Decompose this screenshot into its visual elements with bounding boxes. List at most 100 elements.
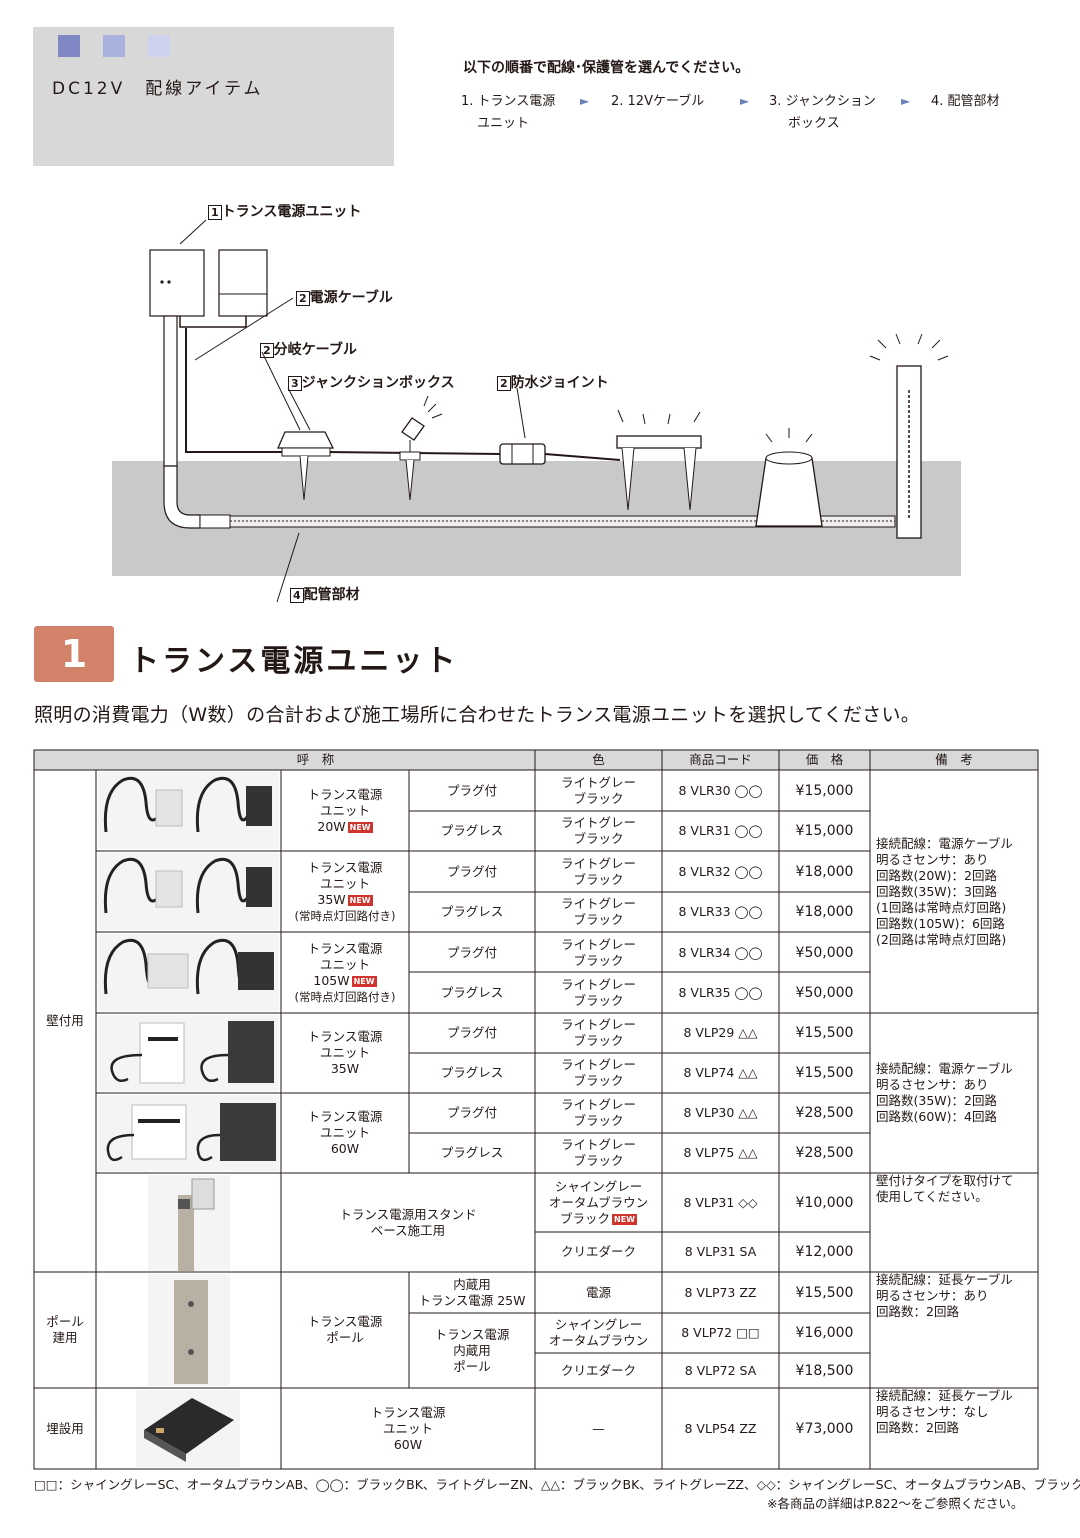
variant-type: プラグ付 [446,863,497,879]
name-line: トランス電源 [307,859,383,875]
name-watt: 20W [317,818,346,834]
note-line: 回路数：2回路 [876,1420,959,1435]
label-text: 防水ジョイント [510,375,609,391]
step-3-line1: 3. ジャンクション [769,94,876,109]
header-box [33,27,394,166]
label-num: 2 [260,343,274,358]
product-image [98,1015,279,1091]
wiring-diagram [112,219,961,603]
variant-color: ライトグレーブラック [535,811,662,851]
step-4-line1: 4. 配管部材 [931,94,1000,109]
buried-note: 接続配線：延長ケーブル 明るさセンサ：なし 回路数：2回路 [870,1388,1038,1469]
arrow-icon: ► [901,94,911,108]
name-line: トランス電源 [307,1314,383,1329]
name-watt: 105W [313,972,350,988]
product-image [98,1095,279,1171]
label-num: 2 [296,291,310,306]
color-line: ライトグレー [560,855,636,871]
sub-line: トランス電源 [434,1326,510,1342]
color-line: ライトグレー [560,936,636,952]
step-4: 4. 配管部材 [931,91,1000,113]
pole-price-a: ¥15,500 [795,1284,854,1301]
variant-price: ¥15,500 [795,1025,854,1041]
color-line: オータムブラウン [548,1333,649,1348]
pole-sub-a: 内蔵用 トランス電源 25W [409,1272,535,1313]
label-num: 4 [290,588,304,603]
new-badge: NEW [347,821,373,833]
note-line: 使用してください。 [876,1189,988,1204]
color-line: ブラック [573,952,624,968]
name-note: (常時点灯回路付き) [294,908,396,923]
note-line: 明るさセンサ：あり [876,1077,989,1092]
buried-color: — [592,1420,605,1436]
row-name: トランス電源 ユニット 60W [281,1093,409,1173]
name-line: トランス電源 [370,1404,446,1420]
color-line: シャイングレー [554,1178,643,1194]
label-text: 配管部材 [303,587,360,603]
color-line: ブラック [573,790,624,806]
header-square-1 [58,35,80,57]
stand-code-b: 8 VLP31 SA [684,1244,757,1259]
variant-color: ライトグレーブラック [535,932,662,973]
stand-name: トランス電源用スタンド ベース施工用 [281,1173,535,1272]
variant-code: 8 VLR30 ◯◯ [678,782,763,798]
product-image [98,853,279,930]
header-note: 備 考 [935,752,973,767]
variant-price: ¥28,500 [795,1105,854,1121]
pole-color-c: クリエダーク [560,1362,636,1378]
note-line: 回路数(60W)：4回路 [876,1109,997,1124]
product-image [98,934,279,1011]
new-badge: NEW [347,894,373,906]
color-line: ブラック [573,1153,624,1168]
variant-price: ¥50,000 [795,944,854,961]
name-line: トランス電源 [307,940,383,956]
note-line: 回路数(105W)：6回路 [876,915,1005,931]
product-image [136,1390,240,1467]
color-line: ライトグレー [560,1057,636,1072]
variant-code: 8 VLP75 △△ [683,1145,758,1160]
note-line: 回路数(35W)：2回路 [876,1093,997,1108]
variant-price: ¥50,000 [795,985,854,1001]
variant-code: 8 VLR33 ◯◯ [678,904,763,919]
stand-price-a: ¥10,000 [795,1194,854,1211]
group-pole: ポール 建用 [46,1314,84,1345]
name-line: ポール [326,1330,364,1345]
note-line: 壁付けタイプを取付けて [876,1173,1014,1188]
color-line: ライトグレー [560,1017,636,1032]
variant-color: ライトグレーブラック [535,851,662,892]
note-line: 明るさセンサ：なし [876,1404,989,1419]
note-line: 接続配線：電源ケーブル [876,835,1013,851]
variant-code: 8 VLP29 △△ [683,1025,758,1040]
pole-color-a: 電源 [585,1284,611,1300]
variant-color: ライトグレーブラック [535,973,662,1013]
pole-price-c: ¥18,500 [795,1362,854,1379]
variant-type: プラグレス [440,1145,504,1160]
variant-code: 8 VLR34 ◯◯ [678,944,763,960]
variant-type: プラグレス [440,985,504,1000]
name-watt: 35W [330,1061,360,1076]
variant-color: ライトグレーブラック [535,892,662,932]
new-badge: NEW [351,975,377,987]
label-num: 2 [497,376,511,391]
note-line: 接続配線：電源ケーブル [876,1061,1013,1076]
label-text: トランス電源ユニット [221,204,362,220]
name-line: トランス電源 [307,1029,383,1044]
color-line: ブラック [573,1073,624,1088]
name-line: ユニット [319,956,370,972]
stand-price-b: ¥12,000 [795,1244,854,1260]
color-line: ブラック [573,831,624,846]
header-code: 商品コード [689,752,752,767]
sub-line: 内蔵用 [453,1276,491,1292]
product-image [148,1175,230,1271]
label-text: 分岐ケーブル [273,342,357,358]
step-2: 2. 12Vケーブル [611,91,704,113]
transformer-box-2 [218,249,268,317]
variant-type: プラグレス [440,1065,504,1080]
buried-name: トランス電源 ユニット 60W [281,1388,535,1469]
